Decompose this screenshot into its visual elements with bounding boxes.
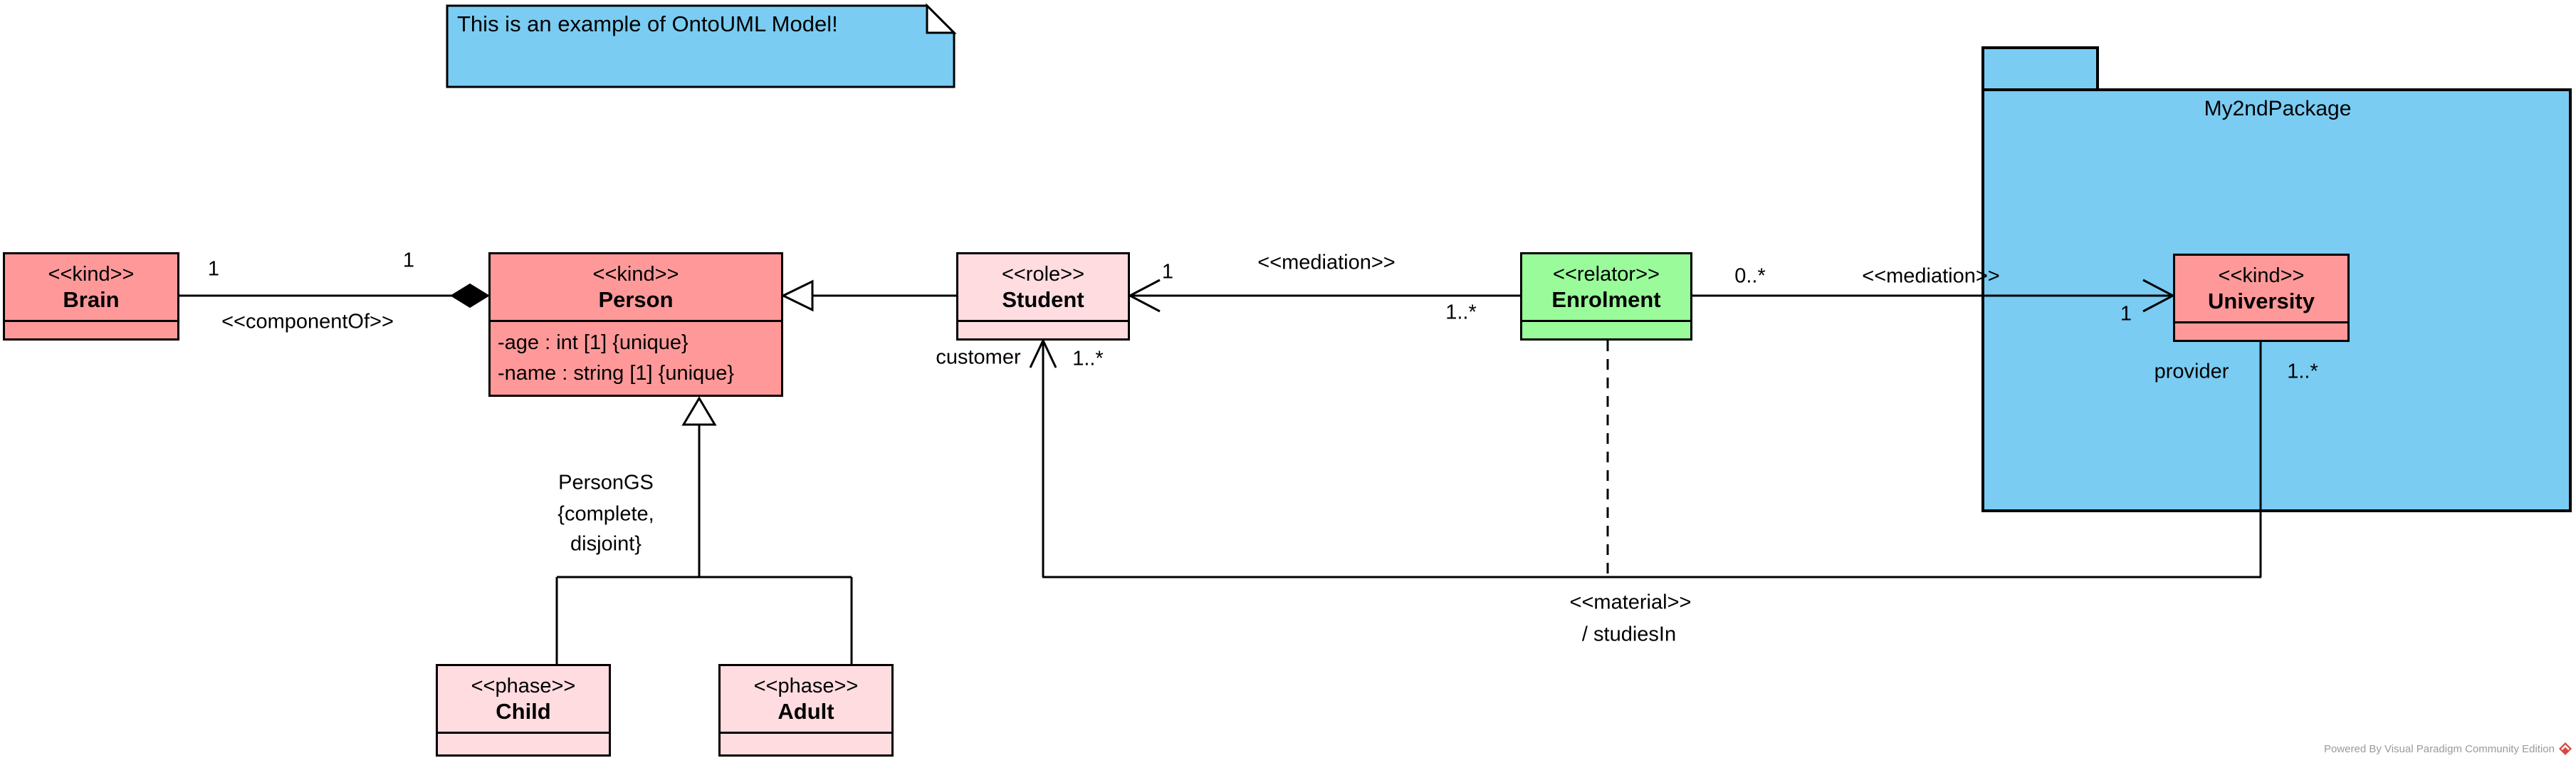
role-label-customer: customer bbox=[936, 346, 1021, 369]
package-label: My2ndPackage bbox=[2204, 97, 2352, 120]
class-brain[interactable]: <<kind>> Brain bbox=[3, 252, 179, 341]
role-label-provider: provider bbox=[2154, 360, 2229, 383]
package-tab[interactable] bbox=[1981, 46, 2099, 91]
material-arrow-icon bbox=[1029, 338, 1057, 368]
class-child-name: Child bbox=[496, 698, 551, 724]
class-person-name: Person bbox=[598, 286, 674, 312]
mediation-student-arrow-icon bbox=[1127, 279, 1161, 313]
class-person-stereotype: <<kind>> bbox=[592, 262, 679, 286]
visual-paradigm-logo-icon[interactable] bbox=[2558, 742, 2572, 756]
multiplicity-label-provider: 1..* bbox=[2287, 360, 2318, 383]
class-student-attributes bbox=[958, 320, 1128, 338]
powered-by-text: Powered By Visual Paradigm Community Edi… bbox=[2323, 742, 2555, 755]
class-enrolment[interactable]: <<relator>> Enrolment bbox=[1520, 252, 1692, 341]
material-name-label: / studiesIn bbox=[1581, 623, 1677, 646]
class-child-attributes bbox=[438, 732, 609, 754]
multiplicity-label-enrolment-right: 0..* bbox=[1734, 264, 1766, 288]
class-person[interactable]: <<kind>> Person -age : int [1] {unique} … bbox=[488, 252, 783, 397]
class-university-name: University bbox=[2208, 288, 2315, 313]
attribute-row: -age : int [1] {unique} bbox=[498, 331, 688, 354]
class-person-attributes: -age : int [1] {unique} -name : string [… bbox=[491, 320, 781, 395]
componentof-stereotype-label: <<componentOf>> bbox=[221, 310, 394, 333]
generalization-set-constraint-label: disjoint} bbox=[570, 532, 642, 556]
class-enrolment-attributes bbox=[1522, 320, 1690, 338]
class-child[interactable]: <<phase>> Child bbox=[436, 664, 611, 757]
composition-diamond-icon bbox=[450, 283, 490, 308]
class-brain-attributes bbox=[5, 320, 177, 338]
mediation-student-stereotype-label: <<mediation>> bbox=[1257, 251, 1396, 274]
generalization-set-triangle-icon bbox=[681, 396, 717, 426]
material-stereotype-label: <<material>> bbox=[1569, 591, 1692, 614]
class-university-stereotype: <<kind>> bbox=[2218, 264, 2305, 287]
class-university[interactable]: <<kind>> University bbox=[2173, 254, 2350, 342]
class-brain-stereotype: <<kind>> bbox=[48, 262, 135, 286]
class-brain-name: Brain bbox=[63, 286, 120, 312]
class-adult[interactable]: <<phase>> Adult bbox=[718, 664, 894, 757]
class-adult-attributes bbox=[721, 732, 891, 754]
multiplicity-label-university: 1 bbox=[2120, 302, 2132, 326]
powered-by-watermark: Powered By Visual Paradigm Community Edi… bbox=[2324, 742, 2572, 756]
class-enrolment-name: Enrolment bbox=[1551, 286, 1661, 312]
note-text: This is an example of OntoUML Model! bbox=[457, 11, 838, 36]
multiplicity-label-customer: 1..* bbox=[1072, 347, 1104, 370]
generalization-set-constraint-label: {complete, bbox=[557, 502, 654, 526]
class-enrolment-stereotype: <<relator>> bbox=[1553, 262, 1660, 286]
multiplicity-label-enrolment-left: 1..* bbox=[1445, 301, 1477, 324]
class-student-name: Student bbox=[1002, 286, 1084, 312]
class-child-stereotype: <<phase>> bbox=[471, 674, 576, 697]
attribute-row: -name : string [1] {unique} bbox=[498, 362, 735, 385]
multiplicity-label-person: 1 bbox=[402, 249, 415, 272]
mediation-university-stereotype-label: <<mediation>> bbox=[1862, 264, 2000, 288]
note-fold-icon bbox=[926, 3, 957, 34]
class-adult-name: Adult bbox=[777, 698, 834, 724]
class-adult-stereotype: <<phase>> bbox=[753, 674, 859, 697]
class-university-attributes bbox=[2175, 321, 2347, 340]
multiplicity-label-student: 1 bbox=[1161, 260, 1174, 284]
note-shape[interactable] bbox=[446, 4, 955, 88]
multiplicity-label-brain: 1 bbox=[207, 257, 220, 281]
class-student[interactable]: <<role>> Student bbox=[956, 252, 1130, 341]
generalization-set-name-label: PersonGS bbox=[558, 471, 654, 494]
class-student-stereotype: <<role>> bbox=[1001, 262, 1085, 286]
generalization-triangle-icon bbox=[780, 279, 814, 312]
